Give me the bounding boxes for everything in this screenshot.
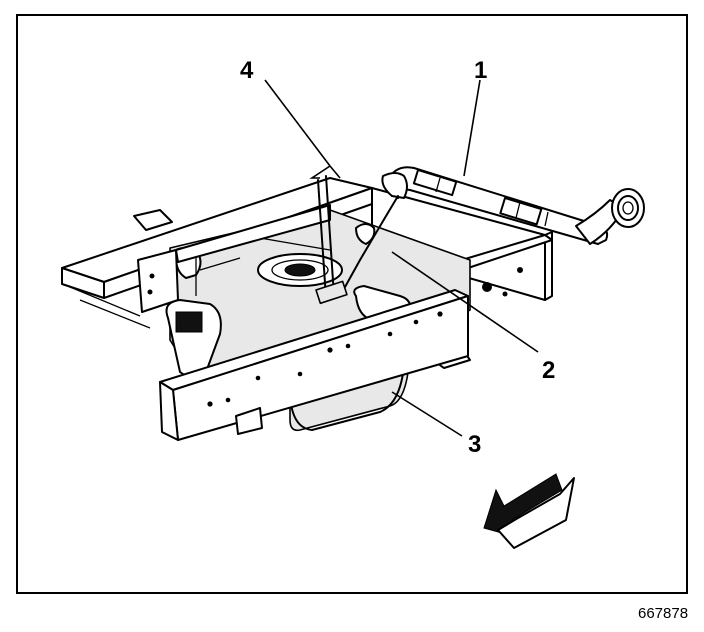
near-frame-rail (159, 289, 469, 441)
callout-3: 3 (468, 431, 481, 458)
callout-2: 2 (542, 357, 555, 384)
forward-arrow-icon (483, 473, 575, 549)
callout-4: 4 (240, 57, 254, 84)
leader-lines (264, 79, 539, 437)
front-crossmember (137, 204, 331, 313)
fuel-filler-pipe (381, 166, 645, 245)
figure-number: 667878 (638, 605, 688, 622)
fuel-lines (315, 175, 399, 305)
bracket (133, 209, 263, 435)
callout-1: 1 (474, 57, 487, 84)
diagram-border (16, 14, 688, 594)
